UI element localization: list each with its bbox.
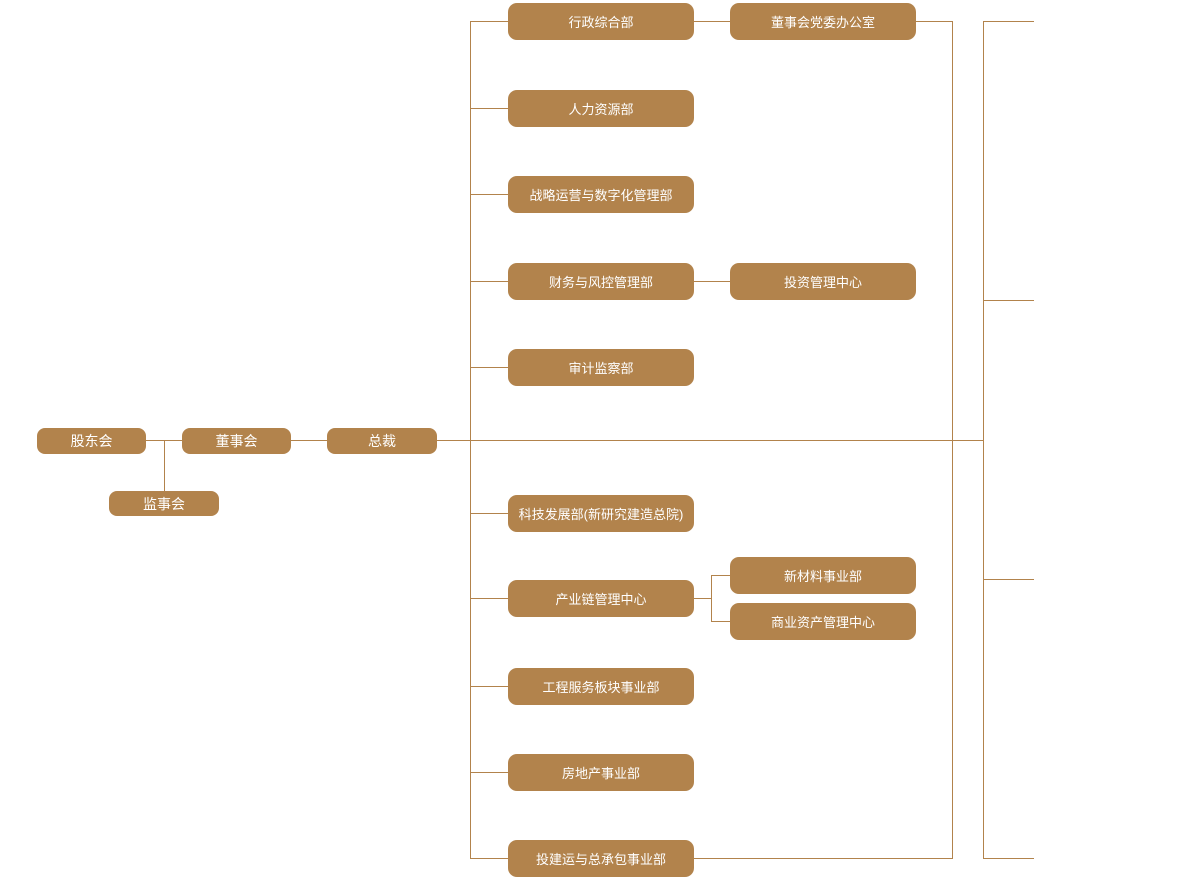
connector-line (952, 21, 953, 859)
connector-line (470, 598, 508, 599)
org-node-real-estate: 房地产事业部 (508, 754, 694, 791)
connector-line (470, 858, 508, 859)
connector-line (470, 194, 508, 195)
connector-line (711, 575, 730, 576)
connector-line (983, 858, 1034, 859)
connector-line (983, 579, 1034, 580)
org-node-engineering-services: 工程服务板块事业部 (508, 668, 694, 705)
connector-line (694, 598, 711, 599)
org-node-audit-supervision: 审计监察部 (508, 349, 694, 386)
connector-line (694, 21, 730, 22)
org-node-commercial-asset-center: 商业资产管理中心 (730, 603, 916, 640)
connector-line (164, 440, 165, 491)
org-node-shareholders: 股东会 (37, 428, 146, 454)
connector-line (711, 621, 730, 622)
connector-line (694, 281, 730, 282)
org-node-president: 总裁 (327, 428, 437, 454)
connector-line (470, 367, 508, 368)
connector-line (470, 21, 471, 859)
connector-line (983, 21, 984, 859)
connector-line (470, 281, 508, 282)
org-node-board-of-directors: 董事会 (182, 428, 291, 454)
org-node-invest-build-operate-epc: 投建运与总承包事业部 (508, 840, 694, 877)
connector-line (694, 858, 952, 859)
org-node-admin-general: 行政综合部 (508, 3, 694, 40)
org-node-new-materials: 新材料事业部 (730, 557, 916, 594)
connector-line (470, 108, 508, 109)
org-node-industry-chain-center: 产业链管理中心 (508, 580, 694, 617)
org-node-finance-risk-control: 财务与风控管理部 (508, 263, 694, 300)
org-node-tech-development: 科技发展部(新研究建造总院) (508, 495, 694, 532)
connector-line (711, 575, 712, 622)
connector-line (470, 772, 508, 773)
connector-line (983, 21, 1034, 22)
connector-line (983, 300, 1034, 301)
org-node-board-party-committee-office: 董事会党委办公室 (730, 3, 916, 40)
connector-line (470, 21, 508, 22)
connector-line (437, 440, 984, 441)
connector-line (916, 21, 952, 22)
org-node-strategy-operations-digital: 战略运营与数字化管理部 (508, 176, 694, 213)
org-node-supervisory-board: 监事会 (109, 491, 219, 516)
org-node-human-resources: 人力资源部 (508, 90, 694, 127)
connector-line (291, 440, 327, 441)
connector-line (470, 686, 508, 687)
org-node-investment-management-center: 投资管理中心 (730, 263, 916, 300)
connector-line (470, 513, 508, 514)
